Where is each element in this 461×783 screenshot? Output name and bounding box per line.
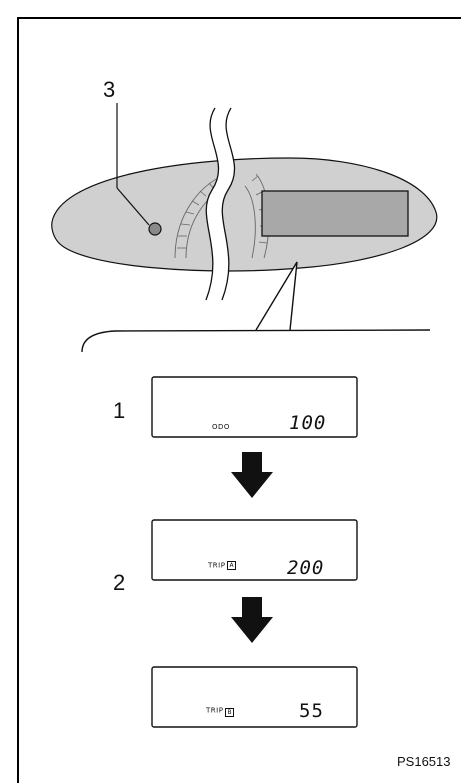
lcd-1-value: 100 bbox=[289, 412, 327, 434]
callout-1: 1 bbox=[113, 398, 126, 423]
break-band bbox=[206, 108, 235, 300]
cluster-display-window bbox=[261, 190, 409, 237]
lcd-2-value: 200 bbox=[287, 557, 325, 579]
lcd-3-tag: B bbox=[225, 708, 235, 717]
instrument-panel bbox=[51, 157, 438, 272]
lcd-3-value: 55 bbox=[299, 700, 324, 722]
lcd-display-1 bbox=[151, 376, 358, 438]
callout-2: 2 bbox=[113, 570, 126, 595]
lcd-2-tag: A bbox=[227, 561, 237, 570]
down-arrow-icon bbox=[231, 452, 273, 498]
magnify-pointer bbox=[255, 261, 298, 331]
lcd-display-2 bbox=[151, 519, 358, 581]
magnify-brace bbox=[81, 329, 431, 353]
lcd-display-3 bbox=[151, 666, 358, 728]
callout-3: 3 bbox=[103, 77, 116, 102]
figure-code: PS16513 bbox=[397, 754, 451, 769]
reset-knob-icon bbox=[148, 222, 162, 236]
leader-line-diagonal bbox=[116, 187, 150, 226]
lcd-1-mode: ODO bbox=[212, 423, 230, 431]
down-arrow-icon bbox=[231, 597, 273, 643]
break-lines bbox=[205, 107, 236, 301]
